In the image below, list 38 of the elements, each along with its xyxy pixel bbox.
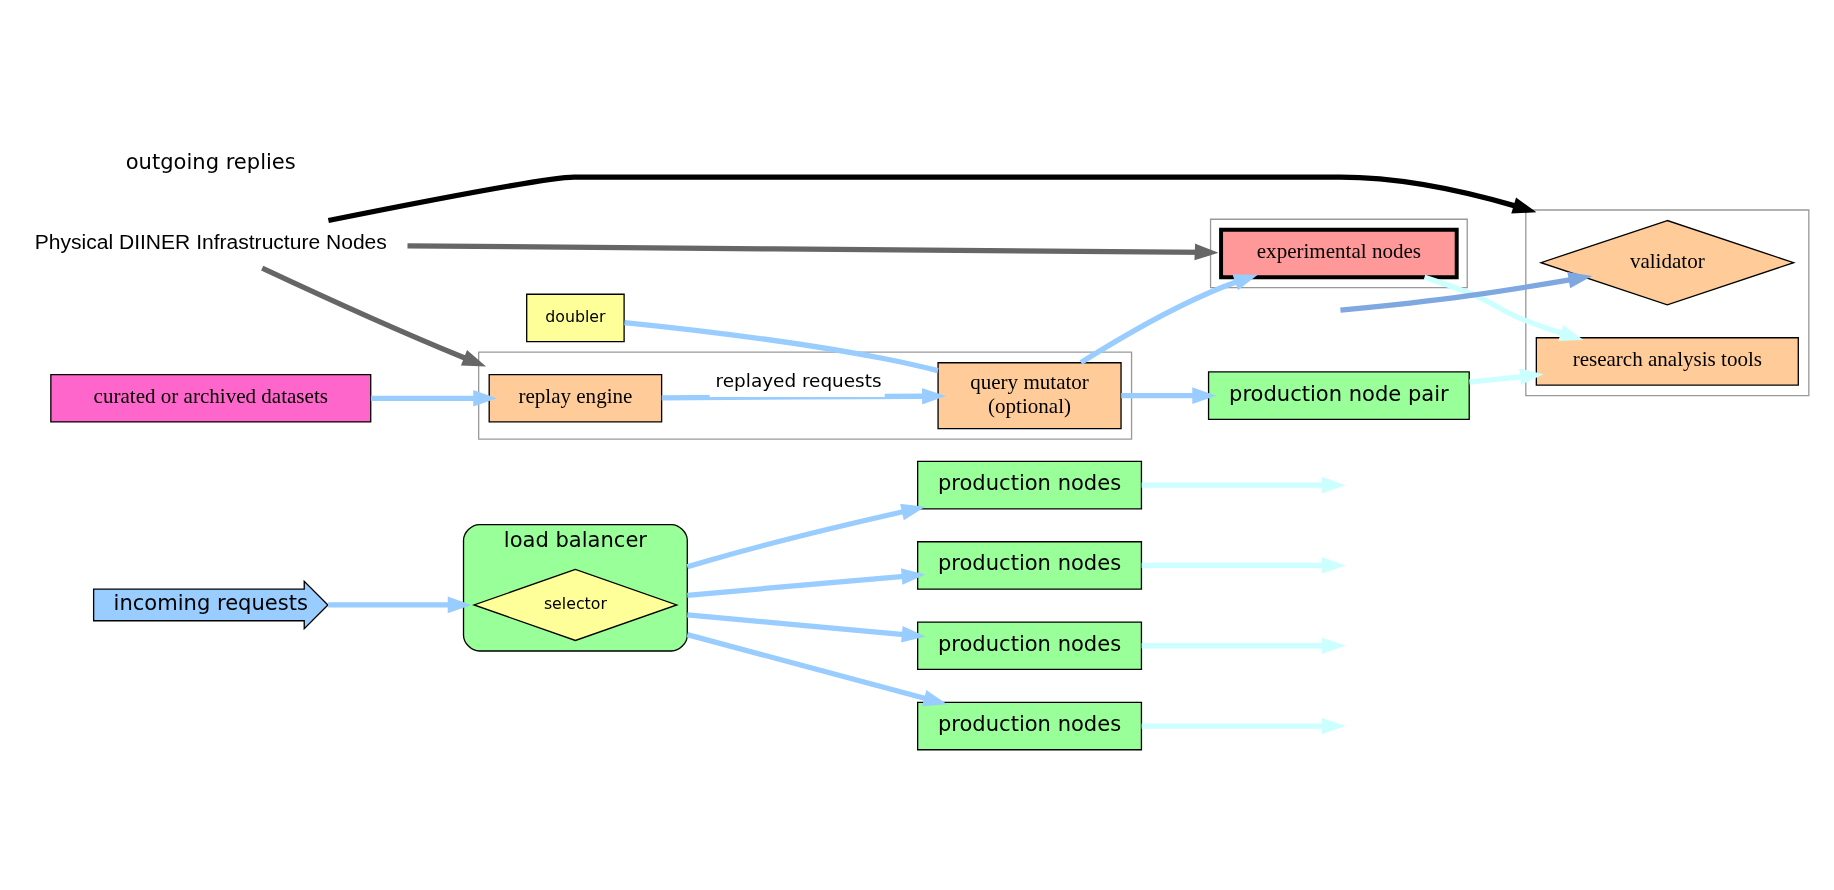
- node-box: production nodes: [917, 701, 1143, 751]
- arrow: [370, 389, 497, 407]
- arrow: [328, 596, 472, 614]
- cluster: [478, 351, 1133, 440]
- arrow: [687, 612, 926, 643]
- arrow: [686, 632, 948, 707]
- node-box: production nodes: [917, 460, 1143, 510]
- node-box: production nodes: [917, 621, 1143, 671]
- arrow: [1340, 271, 1593, 313]
- arrow: [407, 243, 1219, 261]
- arrow: [1141, 637, 1346, 655]
- arrow: [687, 568, 926, 598]
- node-box: production node pair: [1207, 371, 1470, 420]
- label: outgoing replies: [125, 148, 296, 174]
- arrow: [1141, 557, 1346, 574]
- arrow: [1141, 717, 1346, 735]
- node-diamond: validator: [1538, 219, 1796, 306]
- node-box: replay engine: [488, 373, 663, 423]
- arrow: [686, 503, 926, 570]
- arrow: [327, 174, 1537, 224]
- node-box: doubler: [526, 293, 625, 343]
- arrow: [1079, 274, 1258, 365]
- arrow: [661, 387, 946, 405]
- connector: [624, 319, 939, 374]
- arrow: [1423, 274, 1584, 341]
- cluster: [1525, 209, 1810, 397]
- node-diamond: selector: [472, 568, 679, 642]
- arrow: [261, 265, 487, 367]
- node-box: production nodes: [917, 541, 1143, 590]
- arrow: [1121, 387, 1217, 404]
- node-box: query mutator (optional): [937, 362, 1122, 430]
- arrow: [1469, 368, 1544, 385]
- arrow: [1141, 476, 1346, 494]
- node-text: Physical DIINER Infrastructure Nodes: [34, 230, 387, 254]
- node-box: research analysis tools: [1535, 337, 1799, 386]
- node-box: curated or archived datasets: [50, 373, 372, 423]
- node-box: experimental nodes: [1219, 227, 1459, 280]
- edge-label: replayed requests: [715, 370, 882, 392]
